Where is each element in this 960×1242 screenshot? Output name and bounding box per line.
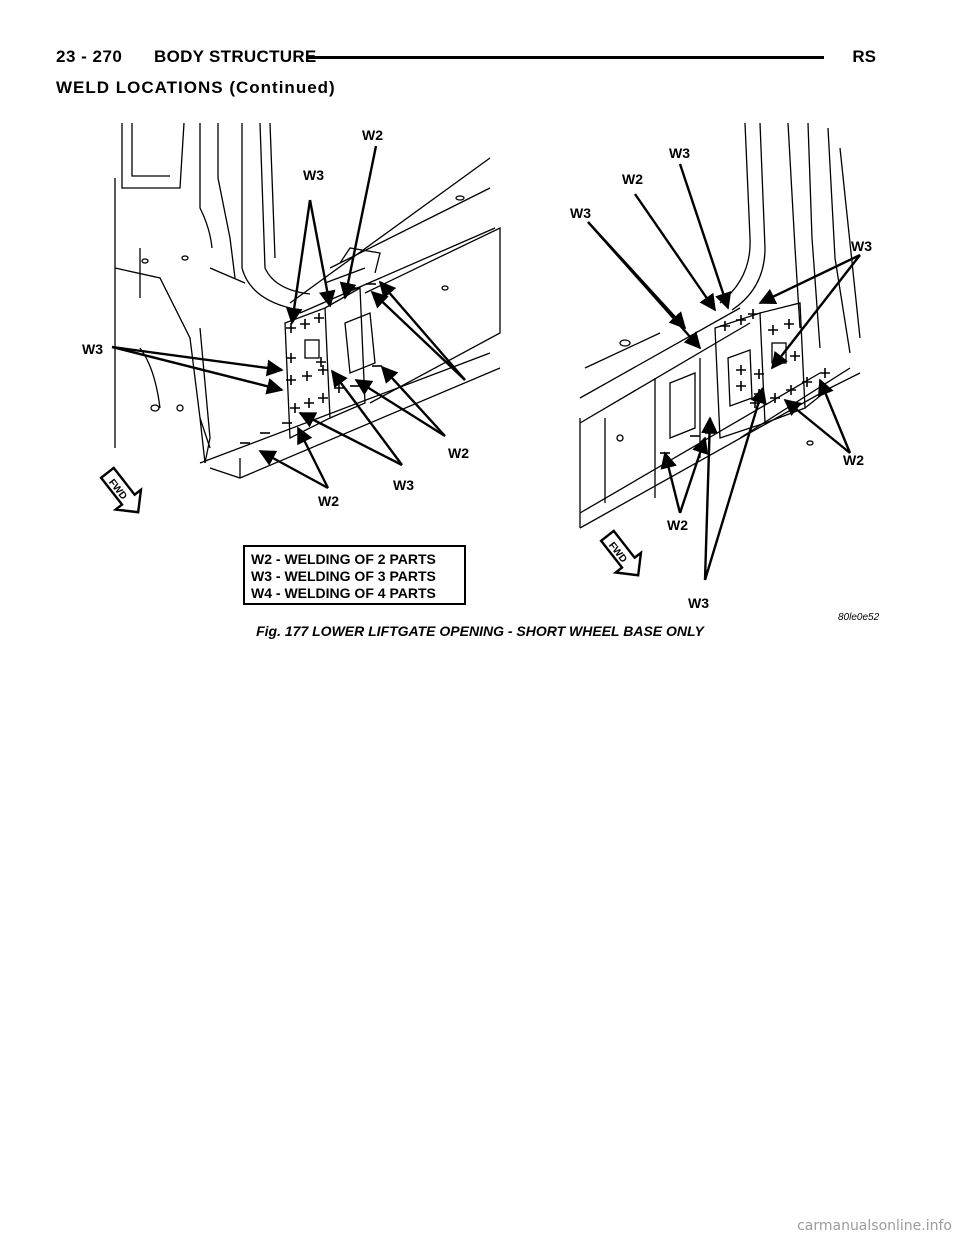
left-fwd-arrow: FWD bbox=[99, 466, 143, 514]
left-weld-marks bbox=[240, 283, 382, 444]
callout-left-w2-right: W2 bbox=[448, 445, 469, 461]
header-rule bbox=[306, 56, 824, 59]
callout-right-w3-bottom: W3 bbox=[688, 595, 709, 611]
right-fwd-arrow: FWD bbox=[599, 529, 643, 577]
callout-left-w2-bottom: W2 bbox=[318, 493, 339, 509]
right-callout-arrows bbox=[587, 163, 861, 581]
callout-right-w2-right: W2 bbox=[843, 452, 864, 468]
legend-entry-w3: W3 - WELDING OF 3 PARTS bbox=[251, 568, 436, 584]
watermark: carmanualsonline.info bbox=[797, 1218, 952, 1234]
page-number: 23 - 270 bbox=[56, 47, 123, 66]
page-header: 23 - 270 BODY STRUCTURE RS bbox=[56, 47, 876, 73]
figure-code: 80le0e52 bbox=[838, 612, 880, 623]
callout-right-w3-right: W3 bbox=[851, 238, 872, 254]
callout-left-w3-bottom: W3 bbox=[393, 477, 414, 493]
callout-left-w3-top: W3 bbox=[303, 167, 324, 183]
section-title: BODY STRUCTURE bbox=[154, 47, 317, 66]
weld-legend-box: W2 - WELDING OF 2 PARTS W3 - WELDING OF … bbox=[243, 545, 466, 605]
callout-left-w2-top: W2 bbox=[362, 127, 383, 143]
section-heading: WELD LOCATIONS (Continued) bbox=[56, 78, 336, 97]
model-code: RS bbox=[852, 47, 876, 66]
callout-right-w3-left: W3 bbox=[570, 205, 591, 221]
callout-right-w2-top: W2 bbox=[622, 171, 643, 187]
legend-entry-w4: W4 - WELDING OF 4 PARTS bbox=[251, 585, 436, 601]
left-body-drawing bbox=[114, 122, 501, 479]
figure-caption: Fig. 177 LOWER LIFTGATE OPENING - SHORT … bbox=[256, 623, 704, 639]
left-callout-arrows bbox=[111, 145, 466, 490]
legend-entry-w2: W2 - WELDING OF 2 PARTS bbox=[251, 551, 436, 567]
weld-locations-figure: FWD W2 W3 W3 W2 W3 W2 bbox=[60, 118, 900, 623]
callout-right-w2-bottom: W2 bbox=[667, 517, 688, 533]
callout-left-w3-left: W3 bbox=[82, 341, 103, 357]
callout-right-w3-top: W3 bbox=[669, 145, 690, 161]
